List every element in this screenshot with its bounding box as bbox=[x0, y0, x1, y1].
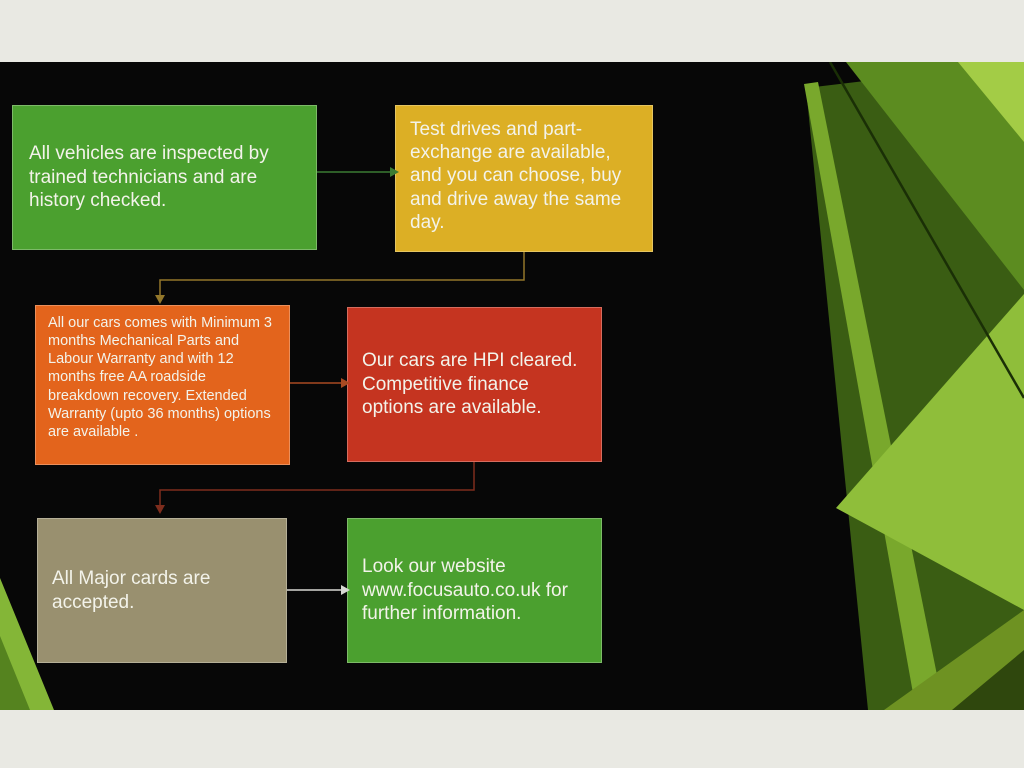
arrowhead-warranty-to-hpi bbox=[341, 378, 350, 388]
green-shape-streak bbox=[804, 82, 944, 710]
green-decor bbox=[0, 62, 1024, 710]
flow-box-cards: All Major cards are accepted. bbox=[37, 518, 287, 663]
flow-box-warranty: All our cars comes with Minimum 3 months… bbox=[35, 305, 290, 465]
flow-box-hpi-cleared-text: Our cars are HPI cleared. Competitive fi… bbox=[362, 349, 578, 419]
green-shape-bottomleft-dark bbox=[0, 636, 30, 710]
flow-box-cards-text: All Major cards are accepted. bbox=[52, 567, 211, 613]
green-shape-bottom-dark bbox=[952, 650, 1024, 710]
green-shape-top bbox=[846, 62, 1024, 290]
green-shape-bright-mid bbox=[836, 294, 1024, 610]
flow-box-test-drives: Test drives and part-exchange are availa… bbox=[395, 105, 653, 252]
flow-box-website-text: Look our website www.focusauto.co.uk for… bbox=[362, 555, 568, 625]
arrowhead-hpi-to-cards bbox=[155, 505, 165, 514]
green-shape-corner-sliver bbox=[958, 62, 1024, 142]
arrow-testdrives-to-warranty bbox=[159, 252, 525, 296]
arrow-hpi-to-cards bbox=[159, 462, 475, 506]
arrowhead-testdrives-to-warranty bbox=[155, 295, 165, 304]
flow-box-hpi-cleared: Our cars are HPI cleared. Competitive fi… bbox=[347, 307, 602, 462]
flow-box-website: Look our website www.focusauto.co.uk for… bbox=[347, 518, 602, 663]
flow-box-warranty-text: All our cars comes with Minimum 3 months… bbox=[48, 315, 272, 440]
connector-arrows bbox=[155, 167, 525, 595]
arrowhead-cards-to-website bbox=[341, 585, 350, 595]
flow-box-inspected-text: All vehicles are inspected by trained te… bbox=[29, 142, 269, 212]
slide: All vehicles are inspected by trained te… bbox=[0, 62, 1024, 710]
flow-box-inspected: All vehicles are inspected by trained te… bbox=[12, 105, 317, 250]
flow-box-test-drives-text: Test drives and part-exchange are availa… bbox=[410, 119, 622, 233]
arrowhead-inspected-to-testdrives bbox=[390, 167, 399, 177]
green-diagonal-line bbox=[828, 62, 1024, 399]
